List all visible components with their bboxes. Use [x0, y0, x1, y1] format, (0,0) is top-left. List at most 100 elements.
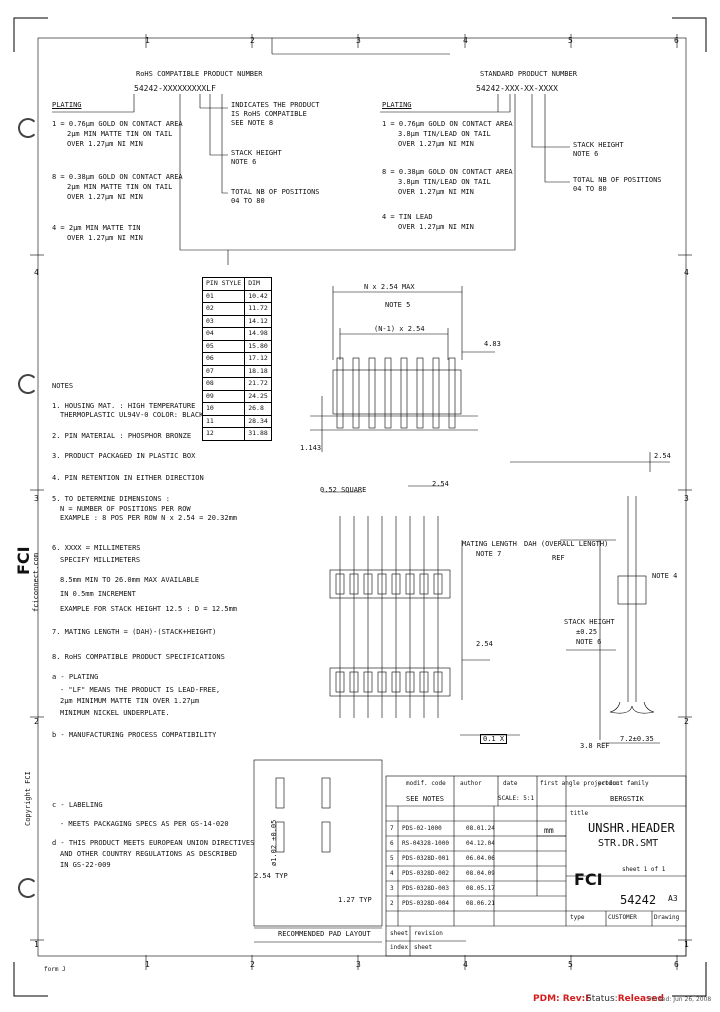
- note-line: 3. PRODUCT PACKAGED IN PLASTIC BOX: [52, 452, 196, 460]
- revision-cell: 6: [390, 840, 394, 847]
- pin-table-cell: 26.8: [244, 402, 272, 416]
- note-line: 4. PIN RETENTION IN EITHER DIRECTION: [52, 474, 204, 482]
- revision-cell: PDS-0328D-002: [402, 870, 449, 877]
- zone-bottom-1: 1: [145, 960, 150, 969]
- rohs-note-3: SEE NOTE 8: [231, 119, 274, 127]
- revision-cell: PDS-0328D-001: [402, 855, 449, 862]
- plating-left-4a: 4 = 2μm MIN MATTE TIN: [52, 224, 141, 232]
- rohs-code: 54242-XXXXXXXXXLF: [134, 84, 216, 93]
- note-line: 1. HOUSING MAT. : HIGH TEMPERATURE: [52, 402, 196, 410]
- tb-revision-label: revision: [414, 930, 443, 937]
- note-line: 6. XXXX = MILLIMETERS: [52, 544, 141, 552]
- revision-cell: 4: [390, 870, 394, 877]
- revision-cell: RS-04328-1000: [402, 840, 449, 847]
- pin-housing-cell: [377, 573, 387, 595]
- pin-table-cell: 21.72: [244, 377, 272, 391]
- zone-top-3: 3: [356, 36, 361, 45]
- status-line: Status:Released: [586, 994, 664, 1004]
- pin-housing-cell: [419, 671, 429, 693]
- registration-mark-icon: [18, 118, 38, 138]
- zone-right-3: 3: [684, 494, 689, 503]
- dim-n1-254: (N-1) x 2.54: [374, 325, 425, 333]
- plating-right-4b: OVER 1.27μm NI MIN: [398, 223, 474, 231]
- pin-housing-cell: [377, 671, 387, 693]
- registration-mark-icon: [18, 374, 38, 394]
- status-value: Released: [617, 994, 664, 1004]
- zone-top-2: 2: [250, 36, 255, 45]
- pin-top-view: [384, 357, 392, 429]
- plating-right-8b: 3.8μm TIN/LEAD ON TAIL: [398, 178, 491, 186]
- zone-left-2: 2: [34, 717, 39, 726]
- dim-mating-1: MATING LENGTH: [462, 540, 517, 548]
- revision-cell: 3: [390, 885, 394, 892]
- note-line: 8. RoHS COMPATIBLE PRODUCT SPECIFICATION…: [52, 653, 225, 661]
- plating-right-1c: OVER 1.27μm NI MIN: [398, 140, 474, 148]
- plating-right-1a: 1 = 0.76μm GOLD ON CONTACT AREA: [382, 120, 513, 128]
- recommended-pad: [275, 821, 285, 853]
- tb-part-number: 54242: [620, 893, 657, 907]
- pin-table-cell: 12: [201, 427, 246, 441]
- tb-units: mm: [544, 826, 554, 835]
- tb-header-modif: modif. code: [406, 780, 446, 787]
- zone-bottom-5: 5: [568, 960, 573, 969]
- revision-cell: PDS-02-1000: [402, 825, 442, 832]
- pin-housing-cell: [391, 573, 401, 595]
- pin-housing-cell: [349, 573, 359, 595]
- pad-layout-label: RECOMMENDED PAD LAYOUT: [278, 930, 371, 938]
- rohs-stack-1: STACK HEIGHT: [231, 149, 282, 157]
- pin-housing-cell: [433, 671, 443, 693]
- tb-index-label: index: [390, 944, 409, 951]
- pin-housing-cell: [391, 671, 401, 693]
- plating-right-label: PLATING: [382, 101, 412, 109]
- dim-72: 7.2±0.35: [620, 735, 654, 743]
- dim-dah-2: REF: [552, 554, 565, 562]
- note-line: MINIMUM NICKEL UNDERPLATE.: [60, 709, 170, 717]
- note-line: IN GS-22-009: [60, 861, 111, 869]
- note-line: - "LF" MEANS THE PRODUCT IS LEAD-FREE,: [60, 686, 221, 694]
- tb-type-label: type: [570, 914, 585, 921]
- pin-housing-cell: [363, 671, 373, 693]
- std-title: STANDARD PRODUCT NUMBER: [480, 70, 577, 78]
- rohs-title: RoHS COMPATIBLE PRODUCT NUMBER: [136, 70, 263, 78]
- tb-title-2: STR.DR.SMT: [598, 838, 659, 849]
- pin-top-view: [368, 357, 376, 429]
- pin-top-view: [336, 357, 344, 429]
- note-line: - MEETS PACKAGING SPECS AS PER GS-14-020: [60, 820, 229, 828]
- rohs-pos-1: TOTAL NB OF POSITIONS: [231, 188, 320, 196]
- dim-stack-3: NOTE 6: [576, 638, 602, 646]
- dim-n254max: N x 2.54 MAX: [364, 283, 415, 291]
- status-prefix: Status:: [586, 994, 618, 1004]
- dim-1143: 1.143: [300, 444, 322, 452]
- dim-note5: NOTE 5: [385, 301, 411, 309]
- tb-scale: SCALE: 5:1: [498, 795, 535, 802]
- std-code: 54242-XXX-XX-XXXX: [476, 84, 558, 93]
- pdm-revision: PDM: Rev:F: [533, 994, 592, 1004]
- note-line: N = NUMBER OF POSITIONS PER ROW: [60, 505, 191, 513]
- note-line: EXAMPLE : 8 POS PER ROW N x 2.54 = 20.32…: [60, 514, 238, 522]
- pin-housing-cell: [335, 671, 345, 693]
- revision-cell: 08.04.09: [466, 870, 495, 877]
- zone-left-1: 1: [34, 940, 39, 949]
- revision-cell: 06.04.06: [466, 855, 495, 862]
- tb-size: A3: [668, 894, 678, 903]
- pin-housing-cell: [419, 573, 429, 595]
- note-line: 7. MATING LENGTH = (DAH)-(STACK+HEIGHT): [52, 628, 217, 636]
- tb-title-1: UNSHR.HEADER: [588, 821, 675, 835]
- note-line: 8.5mm MIN TO 26.0mm MAX AVAILABLE: [60, 576, 200, 584]
- revision-cell: PDS-0328D-004: [402, 900, 449, 907]
- plating-left-1c: OVER 1.27μm NI MIN: [67, 140, 143, 148]
- rohs-stack-2: NOTE 6: [231, 158, 257, 166]
- dim-dah-1: DAH (OVERALL LENGTH): [524, 540, 609, 548]
- note-line: AND OTHER COUNTRY REGULATIONS AS DESCRIB…: [60, 850, 238, 858]
- dim-mating-2: NOTE 7: [476, 550, 502, 558]
- fci-logo: FCI: [574, 870, 603, 889]
- zone-bottom-4: 4: [463, 960, 468, 969]
- plating-left-4b: OVER 1.27μm NI MIN: [67, 234, 143, 242]
- pin-top-view: [400, 357, 408, 429]
- recommended-pad: [321, 821, 331, 853]
- tb-sheet: sheet 1 of 1: [622, 866, 666, 873]
- dim-stack-1: STACK HEIGHT: [564, 618, 615, 626]
